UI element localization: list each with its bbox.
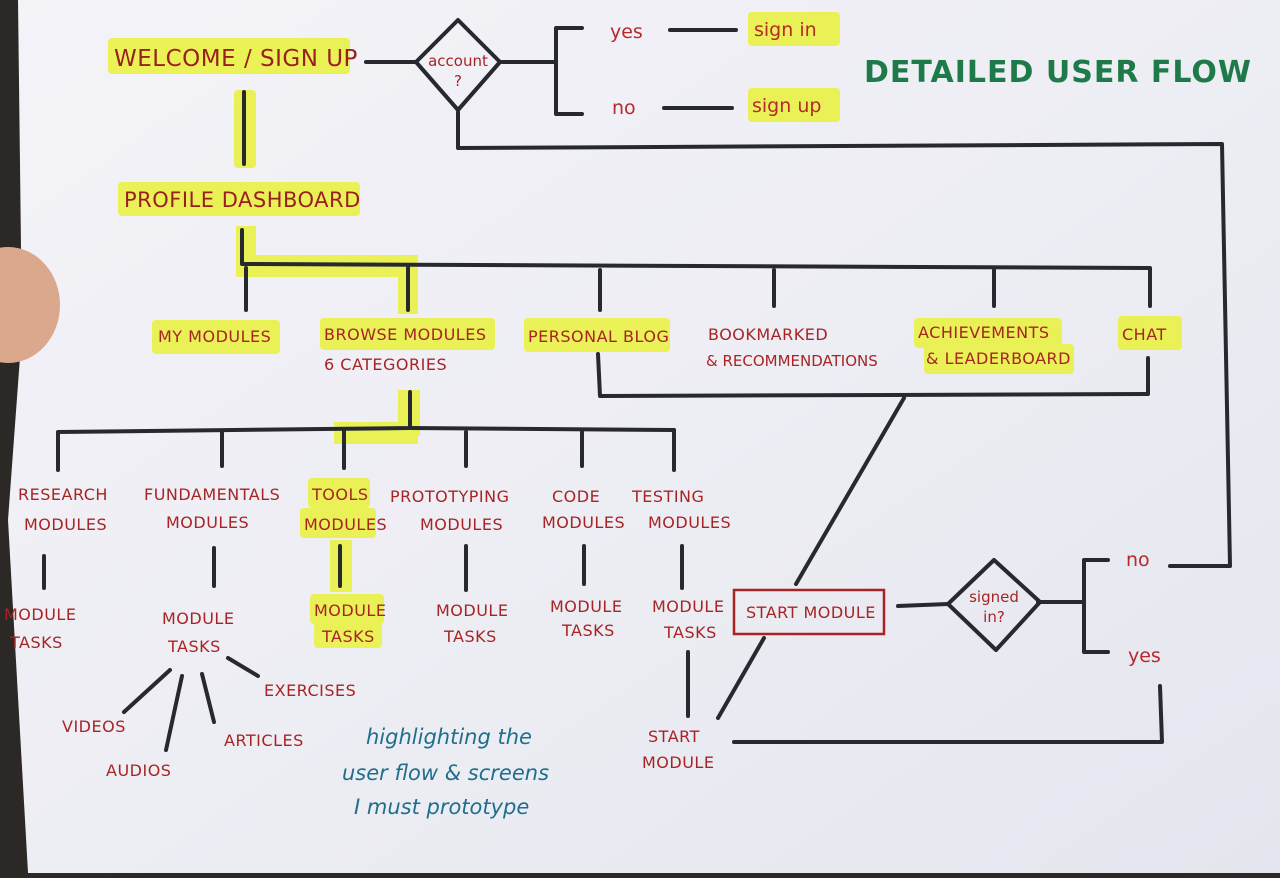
diagram-title: DETAILED USER FLOW (864, 55, 1252, 90)
node-prototyping-modules-1: PROTOTYPING (390, 487, 510, 506)
node-browse-categories: 6 CATEGORIES (324, 355, 447, 374)
answer-yes-right: yes (1128, 645, 1161, 667)
node-module-tasks-fundamentals-1: MODULE (162, 609, 234, 628)
node-testing-modules-1: TESTING (631, 487, 704, 506)
node-code-modules-1: CODE (552, 487, 600, 506)
node-exercises: EXERCISES (264, 681, 356, 700)
node-browse-modules: BROWSE MODULES (324, 325, 486, 344)
thumb (0, 247, 60, 363)
node-sign-in: sign in (754, 19, 817, 41)
answer-no-top: no (612, 97, 636, 119)
node-welcome-sign-up: WELCOME / SIGN UP (114, 46, 358, 72)
node-module-tasks-code-1: MODULE (550, 597, 622, 616)
node-module-tasks-tools-2: TASKS (321, 627, 375, 646)
node-module-tasks-research-2: TASKS (9, 633, 63, 652)
node-sign-up: sign up (752, 95, 821, 117)
node-audios: AUDIOS (106, 761, 171, 780)
decision-diamond-signed-in (946, 558, 1042, 652)
node-research-modules-2: MODULES (24, 515, 107, 534)
answer-yes-top: yes (610, 21, 643, 43)
node-recommendations: & RECOMMENDATIONS (706, 352, 878, 370)
start-module-box (732, 588, 886, 636)
node-fundamentals-modules-2: MODULES (166, 513, 249, 532)
node-start-module-2: MODULE (642, 753, 714, 772)
node-module-tasks-testing-2: TASKS (663, 623, 717, 642)
node-fundamentals-modules-1: FUNDAMENTALS (144, 485, 280, 504)
node-leaderboard: & LEADERBOARD (926, 349, 1071, 368)
node-bookmarked: BOOKMARKED (708, 325, 828, 344)
note-line-2: user flow & screens (342, 761, 549, 785)
account-question-label: account (428, 52, 488, 70)
decision-diamond-account (414, 18, 502, 112)
node-chat: CHAT (1122, 325, 1167, 344)
node-prototyping-modules-2: MODULES (420, 515, 503, 534)
node-module-tasks-testing-1: MODULE (652, 597, 724, 616)
signed-in-label-2: in? (983, 608, 1005, 626)
node-module-tasks-prototyping-2: TASKS (443, 627, 497, 646)
node-module-tasks-fundamentals-2: TASKS (167, 637, 221, 656)
node-personal-blog: PERSONAL BLOG (528, 327, 669, 346)
node-tools-modules-2: MODULES (304, 515, 387, 534)
node-start-module-1: START (648, 727, 700, 746)
answer-no-right: no (1126, 549, 1150, 571)
node-profile-dashboard: PROFILE DASHBOARD (124, 188, 361, 212)
connector-lines (42, 26, 1232, 752)
node-testing-modules-2: MODULES (648, 513, 731, 532)
node-videos: VIDEOS (62, 717, 126, 736)
node-code-modules-2: MODULES (542, 513, 625, 532)
account-question-mark: ? (454, 72, 462, 90)
node-module-tasks-research-1: MODULE (4, 605, 76, 624)
start-module-box-label: START MODULE (746, 603, 876, 622)
paper-sheet (8, 0, 1280, 873)
note-line-3: I must prototype (354, 795, 529, 819)
node-tools-modules-1: TOOLS (311, 485, 369, 504)
node-articles: ARTICLES (224, 731, 304, 750)
note-line-1: highlighting the (366, 725, 532, 749)
node-research-modules-1: RESEARCH (18, 485, 108, 504)
signed-in-label-1: signed (969, 588, 1019, 606)
node-achievements: ACHIEVEMENTS (918, 323, 1050, 342)
node-module-tasks-code-2: TASKS (561, 621, 615, 640)
node-module-tasks-tools-1: MODULE (314, 601, 386, 620)
node-module-tasks-prototyping-1: MODULE (436, 601, 508, 620)
node-my-modules: MY MODULES (158, 327, 271, 346)
